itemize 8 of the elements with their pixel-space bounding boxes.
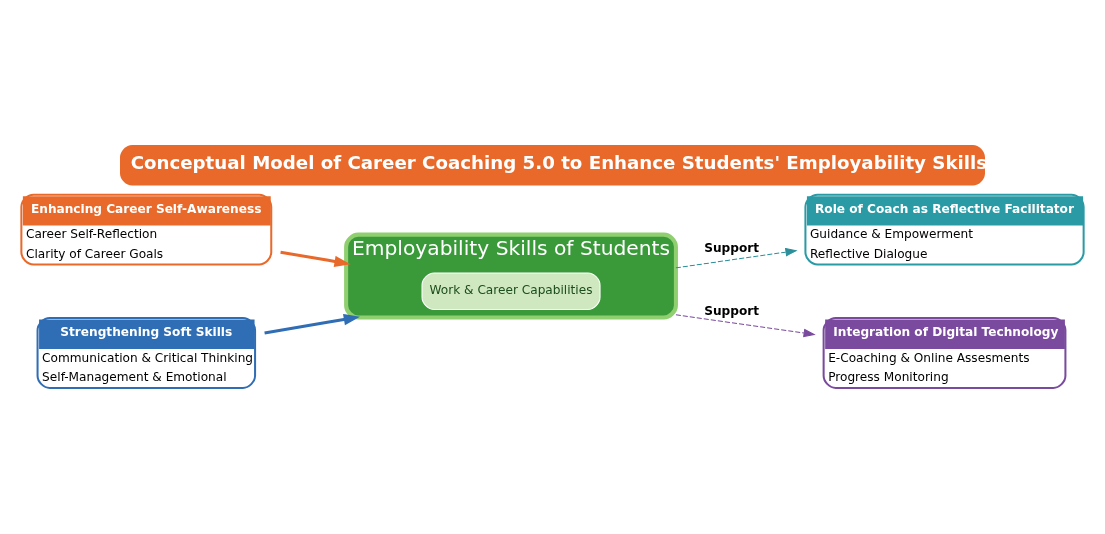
arrow bbox=[675, 314, 816, 338]
edge-label: Support bbox=[704, 241, 760, 256]
arrow bbox=[264, 313, 360, 335]
arrow bbox=[675, 247, 798, 269]
arrow bbox=[280, 250, 351, 268]
node-box: Work & Career Capabilities bbox=[421, 272, 601, 310]
diagram-title: Conceptual Model of Career Coaching 5.0 to Enhance Students' Employability Skills bbox=[130, 151, 988, 173]
edge-label: Support bbox=[704, 304, 760, 319]
